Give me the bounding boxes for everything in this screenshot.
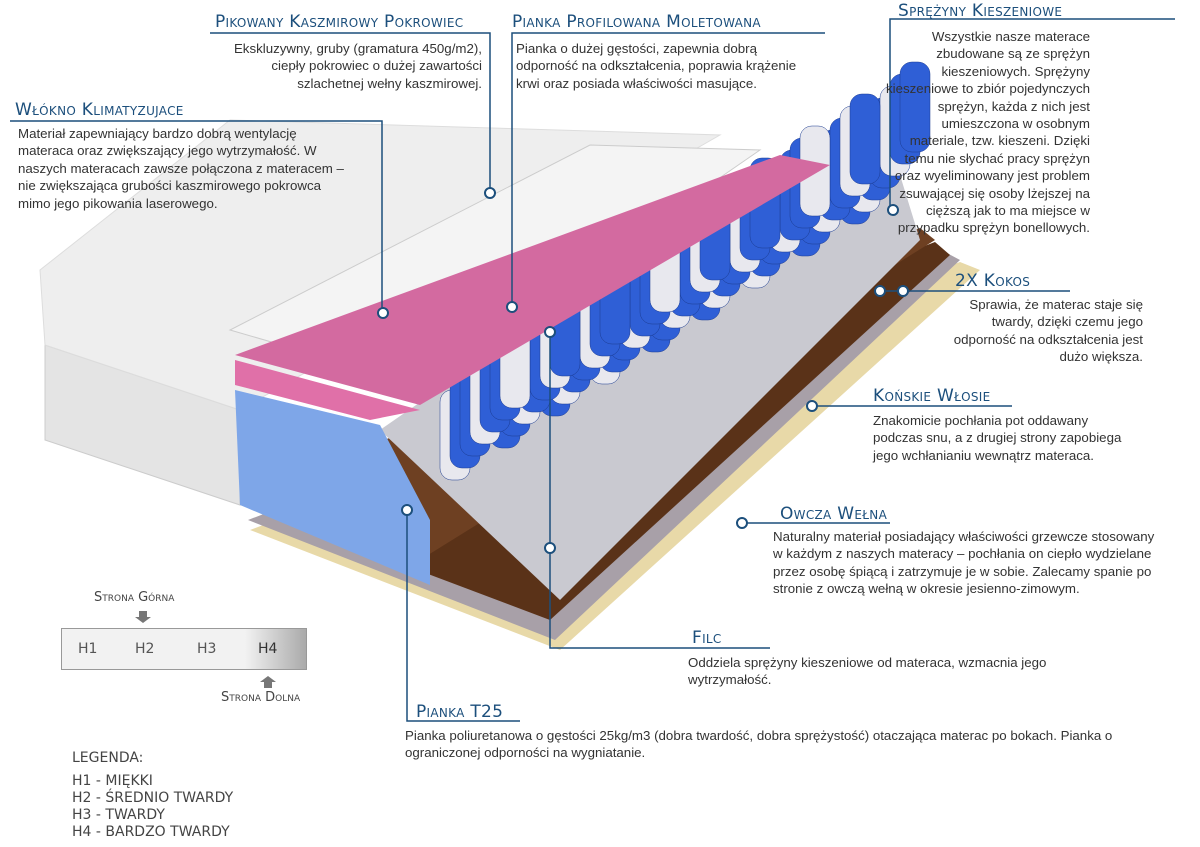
level-h3: H3 — [197, 641, 217, 657]
text-fiber: Materiał zapewniający bardzo dobrą wenty… — [18, 126, 344, 211]
pocket-spring — [849, 93, 881, 185]
text-t25: Pianka poliuretanowa o gęstości 25kg/m3 … — [405, 728, 1113, 761]
profiled-foam-edge — [235, 360, 420, 420]
legend-item: H4 - BARDZO TWARDY — [72, 824, 230, 840]
level-h4: H4 — [258, 641, 278, 657]
pocket-spring — [899, 61, 931, 153]
profiled-foam — [235, 155, 830, 405]
heading-felt: Filc — [692, 628, 722, 648]
level-h1: H1 — [78, 641, 98, 657]
heading-wool: Owcza Wełna — [780, 504, 888, 524]
heading-cover: Pikowany Kaszmirowy Pokrowiec — [215, 12, 464, 32]
text-coconut: Sprawia, że materac staje się twardy, dz… — [953, 297, 1143, 365]
heading-fiber: Włókno Klimatyzujace — [15, 100, 184, 120]
heading-profiled-foam: Pianka Profilowana Moletowana — [512, 12, 761, 32]
heading-horsehair: Końskie Włosie — [873, 386, 991, 406]
bottom-side-label: Strona Dolna — [221, 690, 301, 705]
t25-foam-side — [235, 390, 430, 585]
heading-coconut: 2X Kokos — [955, 271, 1031, 291]
text-horsehair: Znakomicie pochłania pot oddawany podcza… — [873, 413, 1122, 463]
text-wool: Naturalny materiał posiadający właściwoś… — [773, 529, 1155, 597]
text-profiled-foam: Pianka o dużej gęstości, zapewnia dobrą … — [516, 41, 797, 91]
level-h2: H2 — [135, 641, 155, 657]
leader-lines — [10, 18, 1175, 722]
top-side-label: Strona Górna — [94, 590, 175, 605]
arrow-icons — [135, 611, 276, 688]
text-felt: Oddziela sprężyny kieszeniowe od materac… — [688, 655, 1047, 688]
firmness-scale: H1 H2 H3 H4 — [61, 628, 307, 670]
legend-title: LEGENDA: — [72, 750, 144, 766]
heading-t25: Pianka T25 — [416, 702, 504, 722]
text-cover: Ekskluzywny, gruby (gramatura 450g/m2), … — [233, 41, 482, 91]
spring-block — [380, 175, 920, 600]
legend-item: H2 - ŚREDNIO TWARDY — [72, 790, 234, 806]
marker-dots — [377, 187, 909, 554]
text-springs: Wszystkie nasze materace zbudowane są ze… — [886, 29, 1090, 236]
heading-springs: Sprężyny Kieszeniowe — [898, 1, 1063, 21]
legend-item: H3 - TWARDY — [72, 807, 165, 823]
legend-item: H1 - MIĘKKI — [72, 773, 153, 789]
